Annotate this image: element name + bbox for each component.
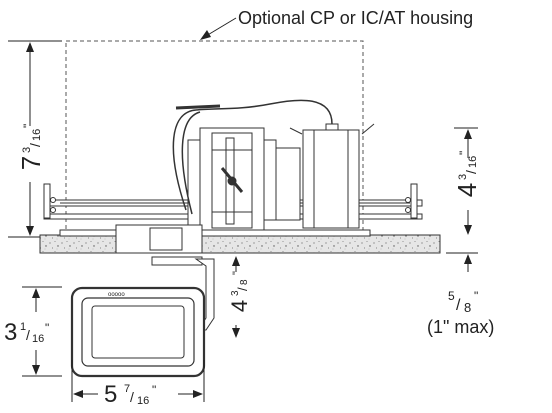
optional-housing-outline: [65, 40, 364, 238]
dim-slash: /: [456, 297, 461, 314]
dim-den: 16: [137, 395, 149, 407]
fixture-height-label: 4 3 / 16 ": [452, 151, 482, 198]
ceiling-thickness-label: 5 / 8 " (1" max): [427, 289, 494, 337]
dim-slash: /: [463, 170, 479, 174]
dim-mark: ": [457, 151, 471, 155]
lower-hardware: [115, 224, 215, 331]
dim-den: 8: [239, 279, 250, 285]
dim-mark: ": [231, 271, 243, 275]
dim-den: 16: [31, 129, 43, 141]
dim-slash: /: [235, 287, 250, 291]
dim-num: 3: [457, 174, 469, 180]
wiring: [172, 99, 333, 215]
housing-height-dimension: [8, 40, 62, 238]
fixture-height-dimension: [454, 127, 478, 235]
dim-num: 5: [448, 289, 455, 303]
dim-mark: ": [152, 383, 156, 397]
max-thickness-note: (1" max): [427, 317, 494, 337]
dim-den: 16: [32, 333, 44, 345]
dim-whole: 4: [452, 183, 482, 197]
dim-whole: 3: [4, 319, 17, 346]
brand-mark: ooooo: [108, 292, 125, 298]
housing-height-label: 7 3 / 16 ": [16, 124, 46, 171]
driver-box: ooooo: [70, 286, 206, 378]
callout-label: Optional CP or IC/AT housing: [238, 8, 473, 28]
driver-width-label: 5 7 / 16 ": [104, 381, 156, 408]
bracket-drop-label: 4 3 / 8 ": [227, 271, 252, 312]
dim-num: 1: [20, 321, 26, 333]
dim-den: 8: [464, 300, 471, 315]
dim-num: 7: [124, 383, 130, 395]
ceiling-thickness-dimension: [446, 252, 478, 272]
driver-height-dimension: [22, 286, 62, 377]
dim-whole: 5: [104, 381, 117, 408]
dim-den: 16: [467, 156, 479, 168]
dim-num: 3: [21, 147, 33, 153]
callout-leader: [200, 17, 237, 40]
dim-mark: ": [21, 124, 35, 128]
ceiling-slab: [39, 234, 441, 254]
trim-flange: [59, 229, 371, 237]
dim-whole: 7: [16, 156, 46, 170]
junction-box: [289, 123, 375, 229]
dim-num: 3: [230, 290, 241, 296]
dim-mark: ": [474, 289, 478, 303]
dim-slash: /: [26, 327, 30, 343]
driver-height-label: 3 1 / 16 ": [4, 319, 49, 346]
dim-whole: 4: [227, 300, 252, 312]
driver-width-dimension: [71, 360, 205, 402]
fixture-body: [187, 127, 301, 231]
dim-mark: ": [45, 321, 49, 335]
dim-slash: /: [27, 143, 43, 147]
dim-slash: /: [130, 389, 134, 405]
bracket-drop-dimension: [232, 256, 240, 338]
